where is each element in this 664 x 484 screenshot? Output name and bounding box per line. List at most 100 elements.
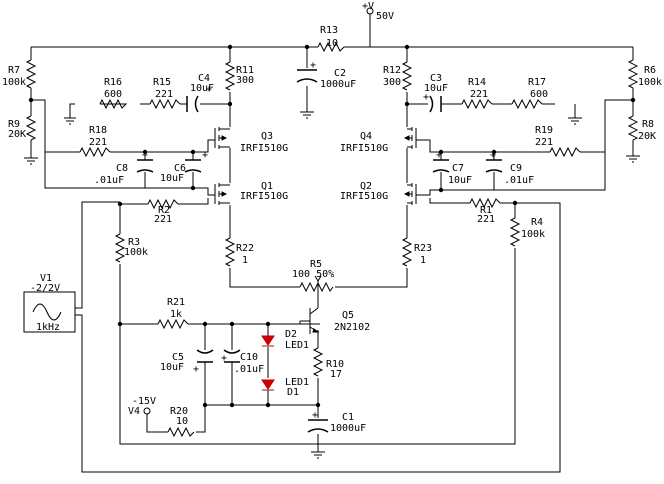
r14-value: 221 [470, 89, 488, 100]
r12-value: 300 [383, 77, 401, 88]
r15-resistor [149, 98, 181, 110]
r10-value: 17 [330, 369, 342, 380]
r21-name: R21 [167, 297, 185, 308]
r20-value: 10 [176, 416, 188, 427]
r3-value: 100k [124, 247, 148, 258]
d2-part: LED1 [285, 340, 309, 351]
c4-name: C4 [198, 73, 210, 84]
r6-resistor [627, 59, 639, 89]
vminus-label: -15V [132, 396, 156, 407]
plus-v-terminal [366, 7, 374, 15]
r13-resistor [317, 41, 345, 53]
c7-capacitor [432, 159, 450, 173]
r17-value: 600 [530, 89, 548, 100]
svg-text:+: + [490, 150, 496, 161]
r12-resistor [401, 61, 413, 91]
r1-resistor [469, 197, 501, 209]
r18-resistor [79, 146, 111, 158]
d2-led [261, 335, 275, 347]
r16-resistor [99, 98, 128, 110]
q2-part: IRFI510G [340, 191, 388, 202]
c10-capacitor [223, 349, 241, 363]
c5-capacitor [196, 349, 214, 363]
minus15v-terminal [143, 407, 151, 415]
ground-icon [300, 111, 314, 119]
junctions [28, 44, 636, 408]
c8-value: .01uF [94, 175, 124, 186]
q3-name: Q3 [261, 131, 273, 142]
q5-transistor [299, 307, 320, 334]
r23-resistor [401, 237, 413, 267]
r6-name: R6 [644, 65, 656, 76]
r13-value: 10 [326, 38, 338, 49]
q1-part: IRFI510G [240, 191, 288, 202]
r7-resistor [25, 59, 37, 89]
r2-value: 221 [154, 214, 172, 225]
r1-value: 221 [477, 214, 495, 225]
ground-icon [64, 117, 76, 125]
q2-name: Q2 [360, 181, 372, 192]
q4-mosfet [403, 127, 417, 149]
c5-name: C5 [172, 352, 184, 363]
r10-resistor [312, 347, 324, 377]
c2-value: 1000uF [320, 79, 356, 90]
polarity-marks: + + + + + + + + + + [142, 60, 496, 421]
vplus-value: 50V [376, 11, 394, 22]
c2-name: C2 [334, 68, 346, 79]
svg-text:+: + [142, 150, 148, 161]
r5-value: 100 50% [292, 269, 334, 280]
c4-capacitor [186, 95, 199, 113]
r15-value: 221 [155, 89, 173, 100]
ground-symbols [24, 111, 640, 459]
capacitors: + + + + + + + + + + [136, 60, 503, 433]
c9-capacitor [485, 159, 503, 173]
c8-name: C8 [116, 163, 128, 174]
r1-name: R1 [480, 205, 492, 216]
r5-wiper-arrow [314, 275, 322, 282]
c3-value: 10uF [424, 83, 448, 94]
vminus-name: V4 [128, 406, 140, 417]
d1-led [261, 379, 275, 391]
r5-potentiometer [299, 281, 334, 293]
r11-name: R11 [236, 65, 254, 76]
q2-mosfet [403, 183, 417, 205]
r20-resistor [167, 426, 195, 438]
c3-name: C3 [430, 73, 442, 84]
mosfets [214, 127, 417, 334]
resistors [25, 41, 639, 438]
c3-capacitor [429, 95, 442, 113]
v1-signal-source [23, 291, 76, 333]
c6-name: C6 [174, 163, 186, 174]
c8-capacitor [136, 159, 154, 173]
r9-value: 20K [8, 129, 26, 140]
d1-name: D1 [287, 387, 299, 398]
q5-name: Q5 [342, 310, 354, 321]
r22-name: R22 [236, 243, 254, 254]
c1-value: 1000uF [330, 423, 366, 434]
r5-name: R5 [310, 259, 322, 270]
svg-text:+: + [310, 60, 316, 71]
c9-value: .01uF [504, 175, 534, 186]
r4-name: R4 [531, 217, 543, 228]
vplus-label: +V [362, 1, 374, 12]
c1-capacitor [307, 419, 329, 433]
r21-value: 1k [170, 309, 182, 320]
r14-resistor [461, 98, 493, 110]
r16-value: 600 [104, 89, 122, 100]
r19-value: 221 [535, 137, 553, 148]
q5-part: 2N2102 [334, 322, 370, 333]
r11-value: 300 [236, 75, 254, 86]
svg-text:+: + [436, 150, 442, 161]
r4-value: 100k [521, 229, 545, 240]
r14-name: R14 [468, 77, 486, 88]
d2-name: D2 [285, 329, 297, 340]
svg-text:+: + [193, 364, 199, 375]
q1-mosfet [214, 183, 230, 205]
c2-capacitor [296, 69, 318, 83]
v1-value: -2/2V [30, 283, 60, 294]
r17-name: R17 [528, 77, 546, 88]
svg-text:+: + [202, 150, 208, 161]
q3-part: IRFI510G [240, 143, 288, 154]
r8-name: R8 [642, 119, 654, 130]
c10-value: .01uF [234, 364, 264, 375]
